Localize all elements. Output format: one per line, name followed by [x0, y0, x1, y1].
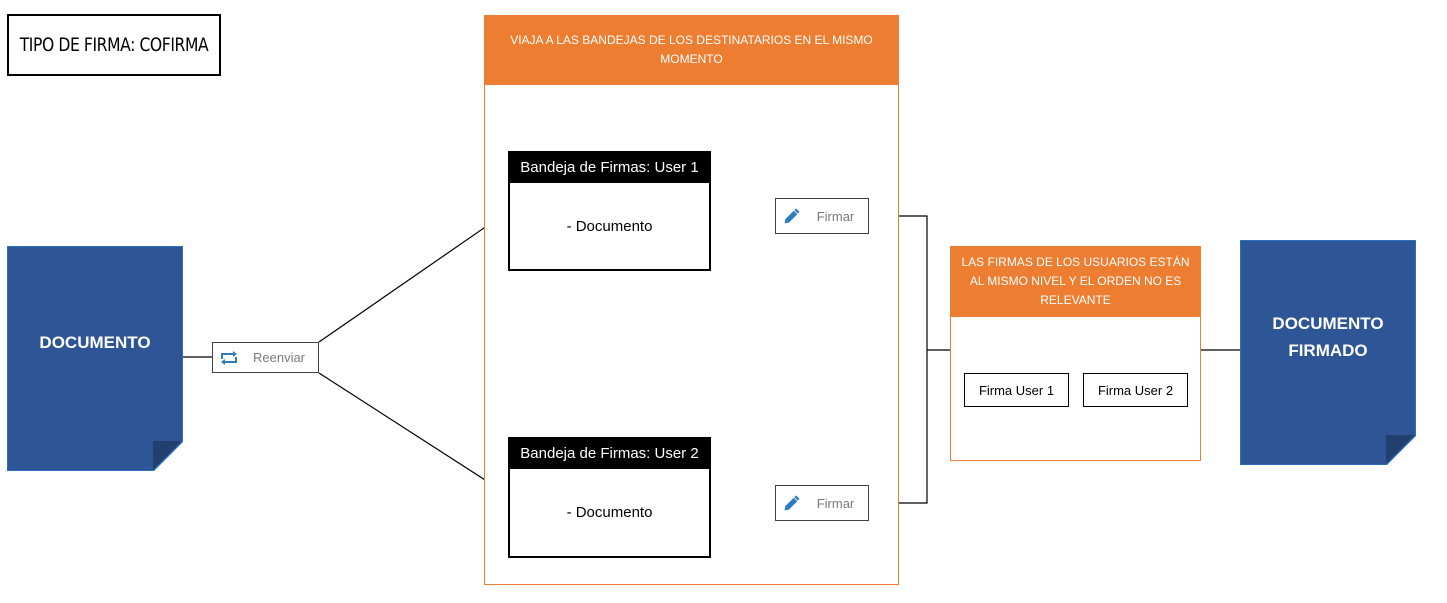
- signature-user2: Firma User 2: [1083, 373, 1188, 407]
- repeat-icon: [218, 349, 240, 367]
- signature-user1: Firma User 1: [964, 373, 1069, 407]
- pencil-icon: [781, 207, 803, 225]
- document-signed: DOCUMENTO FIRMADO: [1240, 240, 1416, 465]
- firmar-label: Firmar: [816, 208, 855, 224]
- signature-type-title-text: TIPO DE FIRMA: COFIRMA: [19, 34, 209, 56]
- reenviar-label: Reenviar: [252, 350, 306, 365]
- signature-type-title: TIPO DE FIRMA: COFIRMA: [7, 14, 221, 76]
- tray-document-item[interactable]: - Documento: [566, 217, 653, 235]
- document-source-label: DOCUMENTO: [39, 333, 151, 353]
- tray-title: Bandeja de Firmas: User 2: [508, 437, 711, 469]
- signatures-panel-header-text: LAS FIRMAS DE LOS USUARIOS ESTÁN AL MISM…: [961, 254, 1190, 308]
- connector-reenviar-to-tray2: [318, 372, 511, 497]
- tray-title: Bandeja de Firmas: User 1: [508, 151, 711, 183]
- signature-tray-user2: Bandeja de Firmas: User 2 - Documento: [508, 437, 711, 558]
- document-signed-line1: DOCUMENTO: [1272, 314, 1384, 334]
- connector-reenviar-to-tray1: [318, 209, 511, 343]
- document-source: DOCUMENTO: [7, 246, 183, 471]
- firmar-button-user1[interactable]: Firmar: [775, 198, 869, 234]
- tray-document-item[interactable]: - Documento: [566, 504, 653, 521]
- reenviar-button[interactable]: Reenviar: [212, 342, 319, 373]
- document-signed-line2: FIRMADO: [1288, 340, 1368, 360]
- recipients-panel-header-text: VIAJA A LAS BANDEJAS DE LOS DESTINATARIO…: [510, 33, 873, 66]
- pencil-icon: [781, 494, 803, 512]
- page-fold-icon: [1386, 435, 1416, 465]
- recipients-panel-header: VIAJA A LAS BANDEJAS DE LOS DESTINATARIO…: [484, 15, 899, 85]
- firmar-button-user2[interactable]: Firmar: [775, 485, 869, 521]
- signatures-panel-header: LAS FIRMAS DE LOS USUARIOS ESTÁN AL MISM…: [950, 246, 1201, 317]
- firmar-label: Firmar: [816, 495, 855, 511]
- page-fold-icon: [153, 441, 183, 471]
- signature-tray-user1: Bandeja de Firmas: User 1 - Documento: [508, 151, 711, 271]
- document-signed-label: DOCUMENTO FIRMADO: [1272, 311, 1383, 364]
